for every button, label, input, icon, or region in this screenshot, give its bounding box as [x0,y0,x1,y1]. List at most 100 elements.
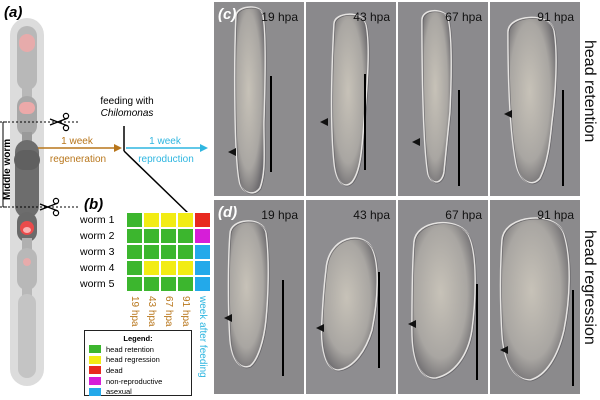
regeneration-label: regeneration [49,154,107,165]
grid-cell [126,244,143,260]
grid-cell [143,276,160,292]
panel-label-b: (b) [84,196,104,213]
scale-bar [572,290,574,386]
grid-cell [126,260,143,276]
legend-label: head retention [106,344,154,354]
legend-item: asexual [89,386,187,397]
grid-cell [126,212,143,228]
grid-cell [194,244,211,260]
time-point-label: 43 hpa [353,208,390,222]
grid-cell [194,228,211,244]
arrowhead-marker [504,110,512,118]
time-column-label: 43 hpa [146,296,157,327]
worm-label: worm 5 [80,278,115,290]
micrograph-tile: 19 hpa [214,200,304,394]
worm-label: worm 3 [80,246,115,258]
legend-swatch [89,387,101,396]
legend-label: dead [106,365,123,375]
arrowhead-marker [224,314,232,322]
final-column-label: week after feeding [197,296,208,378]
arrowhead-marker [412,138,420,146]
arrowhead-marker [228,148,236,156]
micrograph-tile: 67 hpa [398,200,488,394]
time-column-label: 67 hpa [163,296,174,327]
worm-schematic [0,18,80,386]
grid-cell [194,276,211,292]
time-point-label: 43 hpa [353,10,390,24]
legend-swatch [89,345,101,354]
scale-bar [270,76,272,172]
arrowhead-marker [408,320,416,328]
arrowhead-marker [316,324,324,332]
panel-label-a: (a) [4,4,23,21]
worm-micrograph [504,16,558,185]
scissors-icon [39,197,60,217]
legend-title: Legend: [123,334,153,343]
worm-micrograph [316,237,379,372]
time-point-label: 19 hpa [261,208,298,222]
grid-cell [143,212,160,228]
micrograph-tile: 91 hpa [490,2,580,196]
legend-label: asexual [106,387,132,397]
grid-cell [143,260,160,276]
row-label-head-regression: head regression [581,230,598,345]
micrograph-tile: 43 hpa [306,2,396,196]
time-point-label: 19 hpa [261,10,298,24]
micrograph-tile: 67 hpa [398,2,488,196]
scale-bar [476,284,478,380]
worm-micrograph [408,221,477,380]
worm-micrograph [412,9,453,184]
arrowhead-marker [500,346,508,354]
grid-cell [160,212,177,228]
arrowhead-marker [320,118,328,126]
panel-label-c: (c) [218,6,237,23]
grid-cell [194,260,211,276]
feeding-label: feeding with Chilomonas [100,96,154,119]
grid-cell [194,212,211,228]
scale-bar [282,280,284,376]
worm-label: worm 1 [80,214,115,226]
grid-cell [160,260,177,276]
time-point-label: 67 hpa [445,10,482,24]
micrograph-tile: 19 hpa [214,2,304,196]
legend-item: non-reproductive [89,376,187,387]
scale-bar [458,90,460,186]
legend-label: head regression [106,355,160,365]
micrograph-tile: 43 hpa [306,200,396,394]
scale-bar [364,74,366,170]
scale-bar [378,272,380,368]
grid-cell [177,244,194,260]
worm-micrograph [224,220,270,369]
worm-micrograph [228,6,267,195]
middle-worm-label: Middle worm [2,138,13,200]
grid-cell [143,244,160,260]
row-label-head-retention: head retention [581,40,598,143]
grid-cell [126,228,143,244]
worm-micrograph [499,217,571,382]
grid-cell [177,260,194,276]
grid-cell [177,228,194,244]
grid-cell [177,276,194,292]
worm-label: worm 4 [80,262,115,274]
time-point-label: 67 hpa [445,208,482,222]
grid-cell [177,212,194,228]
grid-cell [160,276,177,292]
legend-label: non-reproductive [106,376,163,386]
legend-item: dead [89,365,187,376]
worm-label: worm 2 [80,230,115,242]
time-column-label: 19 hpa [129,296,140,327]
reproduction-duration: 1 week [149,136,181,147]
time-column-label: 91 hpa [180,296,191,327]
legend-swatch [89,377,101,386]
scale-bar [562,90,564,186]
panel-label-d: (d) [218,204,238,221]
legend-item: head retention [89,344,187,355]
reproduction-label: reproduction [138,154,194,165]
legend-swatch [89,366,101,375]
grid-cell [126,276,143,292]
regeneration-duration: 1 week [61,136,93,147]
worm-micrograph [320,13,370,187]
time-point-label: 91 hpa [537,208,574,222]
